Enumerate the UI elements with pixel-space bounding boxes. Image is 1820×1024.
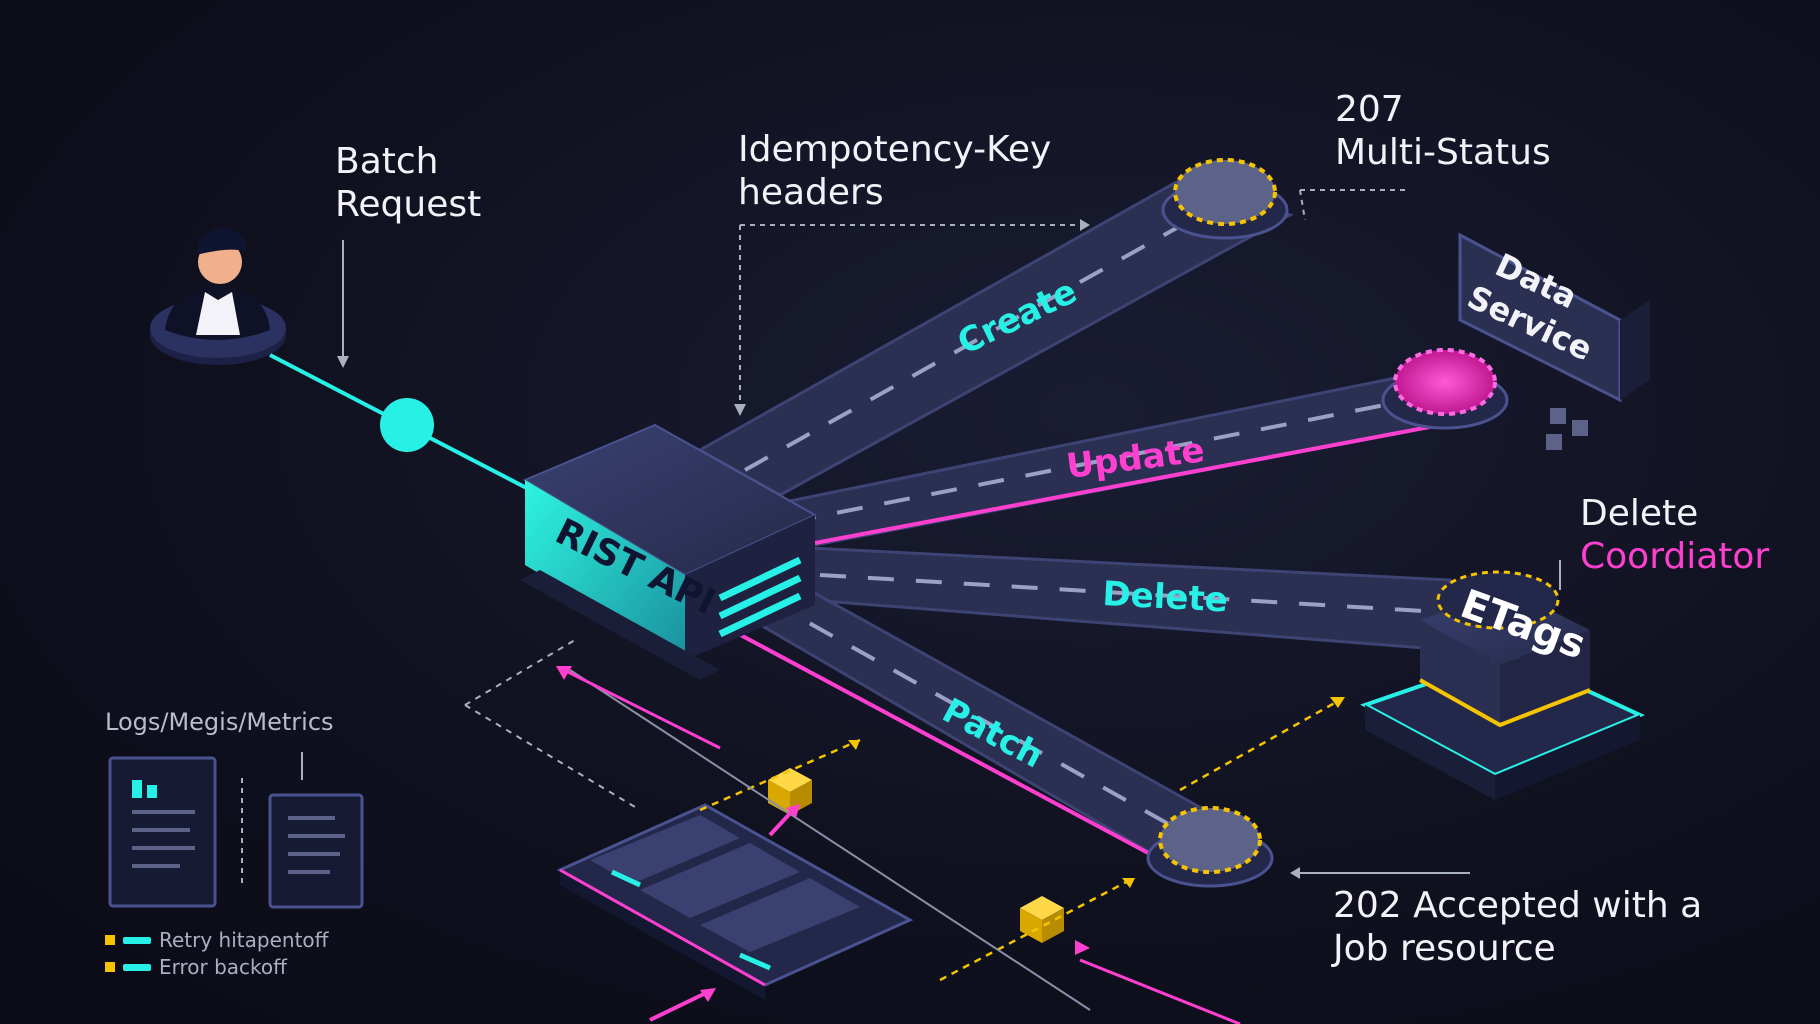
- delete-coordinator-line1: Delete: [1580, 493, 1699, 534]
- accepted-job-label: 202 Accepted with a Job resource: [1333, 884, 1702, 970]
- user-avatar: [150, 228, 286, 365]
- batch-request-label: Batch Request: [335, 140, 481, 226]
- idempotency-key-label: Idempotency-Key headers: [738, 128, 1051, 214]
- accepted-line2: Job resource: [1333, 928, 1556, 970]
- job-resource-tablet: [556, 803, 914, 1000]
- delete-coordinator-line2: Coordiator: [1580, 536, 1770, 578]
- patch-endpoint-chip: [1146, 806, 1274, 888]
- idempotency-line2: headers: [738, 172, 884, 214]
- legend-gold-dot: [105, 935, 115, 945]
- flow-gold-3: [1179, 698, 1341, 792]
- delete-coordinator-label: Delete Coordiator: [1580, 492, 1769, 578]
- multi-status-label: 207 Multi-Status: [1335, 88, 1551, 174]
- create-endpoint-chip: [1161, 158, 1289, 240]
- flow-magenta-3: [649, 988, 713, 1022]
- legend-gold-dot: [105, 962, 115, 972]
- logs-metrics-label: Logs/Megis/Metrics: [105, 708, 334, 736]
- lane-label-update: Update: [1064, 430, 1206, 487]
- flow-magenta-4: [1079, 958, 1241, 1024]
- rest-api-block: [520, 423, 818, 680]
- legend-row-retry: Retry hitapentoff: [105, 928, 328, 952]
- multi-status-line2: Multi-Status: [1335, 132, 1551, 174]
- etags-processor: [1360, 570, 1645, 800]
- flow-gold-2: [939, 878, 1131, 982]
- request-node: [380, 398, 434, 452]
- multi-status-line1: 207: [1335, 89, 1404, 130]
- update-endpoint-chip: [1381, 348, 1509, 430]
- batch-request-line1: Batch: [335, 141, 439, 182]
- data-service-block: [1458, 232, 1650, 450]
- leader-multistatus: [1299, 189, 1405, 221]
- flow-magenta-1: [559, 666, 721, 750]
- lane-label-delete: Delete: [1102, 574, 1229, 621]
- legend-label-retry: Retry hitapentoff: [159, 928, 329, 952]
- legend-cyan-bar: [123, 936, 151, 944]
- flow-gray-2: [464, 704, 641, 811]
- legend-row-error: Error backoff: [105, 955, 287, 979]
- idempotency-line1: Idempotency-Key: [738, 129, 1052, 170]
- legend-cyan-bar: [123, 963, 151, 971]
- flow-gold-1: [699, 738, 861, 812]
- batch-request-line2: Request: [335, 184, 482, 226]
- accepted-line1: 202 Accepted with a: [1333, 885, 1703, 926]
- logs-panel-1: [108, 756, 217, 908]
- legend-label-error: Error backoff: [159, 955, 287, 979]
- logs-panel-2: [241, 752, 364, 909]
- flow-gray-1: [464, 639, 576, 706]
- leader-idempotency: [739, 224, 1075, 408]
- flow-gray-3: [569, 669, 1091, 1011]
